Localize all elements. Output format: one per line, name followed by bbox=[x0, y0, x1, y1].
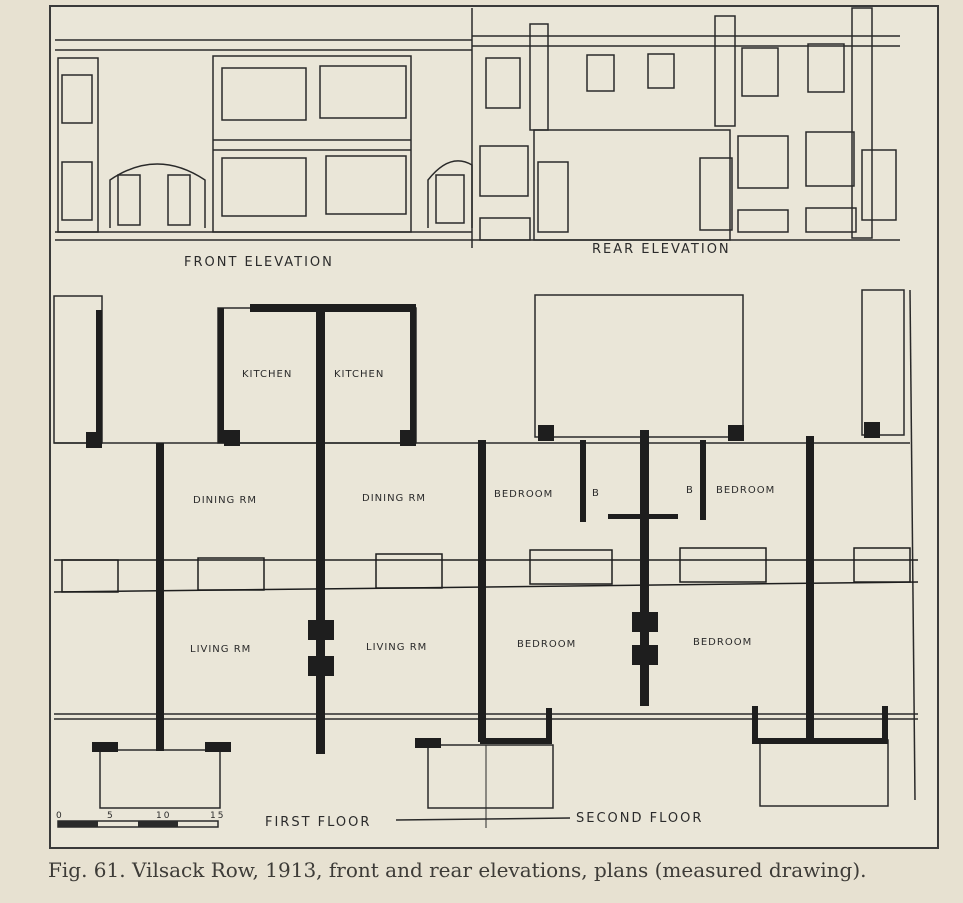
dining-room-label-left: DINING RM bbox=[193, 495, 257, 506]
rear-elevation bbox=[471, 7, 900, 248]
bedroom-label-3: BEDROOM bbox=[517, 639, 576, 650]
front-elevation bbox=[55, 39, 473, 241]
bedroom-label-4: BEDROOM bbox=[693, 637, 752, 648]
dining-room-label-right: DINING RM bbox=[362, 493, 426, 504]
living-room-label-left: LIVING RM bbox=[190, 644, 251, 655]
figure-caption: Fig. 61. Vilsack Row, 1913, front and re… bbox=[48, 858, 867, 882]
bath-label-2: B bbox=[686, 485, 694, 496]
stairs bbox=[53, 547, 919, 593]
kitchen-label-right: KITCHEN bbox=[334, 369, 384, 380]
scale-bar: 0 5 10 15 bbox=[56, 811, 225, 828]
bedroom-label-1: BEDROOM bbox=[494, 489, 553, 500]
scale-tick-5: 5 bbox=[107, 811, 115, 821]
bath-label-1: B bbox=[592, 488, 600, 499]
front-elevation-label: FRONT ELEVATION bbox=[184, 255, 334, 270]
rear-elevation-label: REAR ELEVATION bbox=[592, 242, 731, 257]
plan-walls bbox=[86, 304, 888, 754]
scale-tick-0: 0 bbox=[56, 811, 64, 821]
second-floor-label: SECOND FLOOR bbox=[576, 811, 703, 826]
bedroom-label-2: BEDROOM bbox=[716, 485, 775, 496]
scale-tick-10: 10 bbox=[156, 811, 171, 821]
living-room-label-right: LIVING RM bbox=[366, 642, 427, 653]
drawing-sheet bbox=[49, 5, 939, 849]
first-floor-label: FIRST FLOOR bbox=[265, 815, 371, 830]
kitchen-label-left: KITCHEN bbox=[242, 369, 292, 380]
scale-tick-15: 15 bbox=[210, 811, 225, 821]
